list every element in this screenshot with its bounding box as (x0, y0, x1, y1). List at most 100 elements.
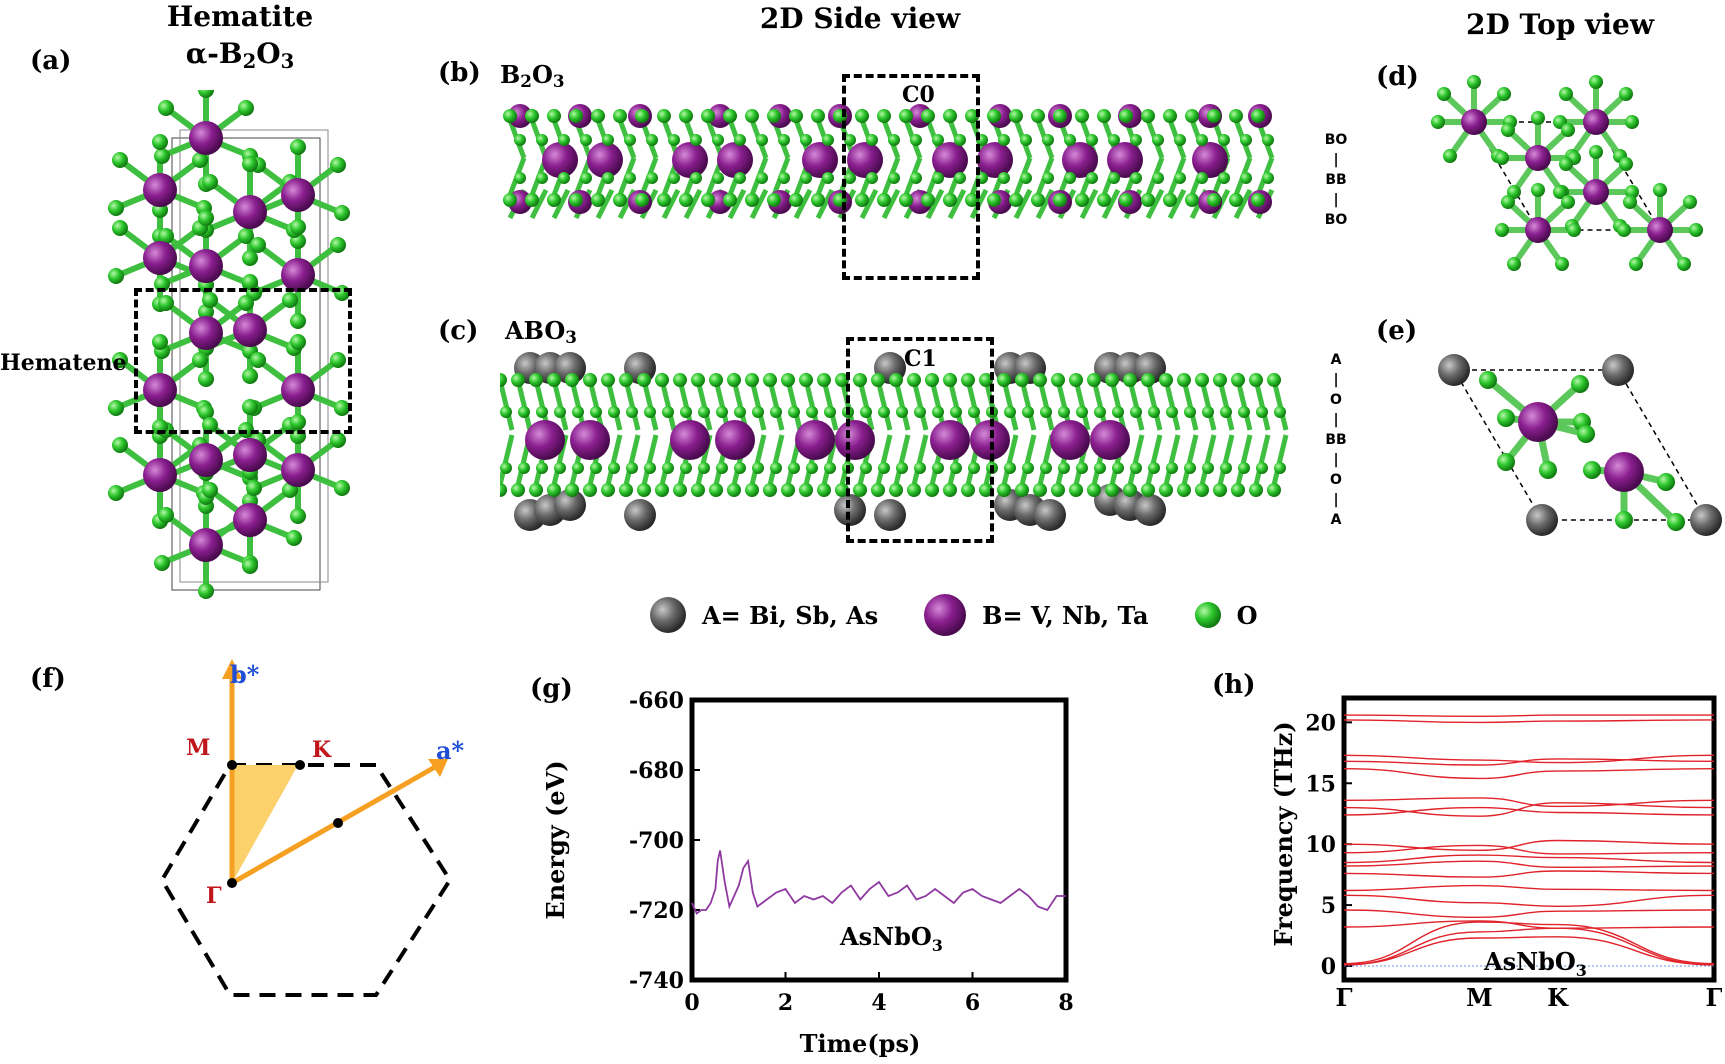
oxygen-atom (950, 406, 962, 418)
oxygen-atom (853, 483, 867, 497)
bond (947, 188, 967, 220)
energy-xlabel: Time(ps) (800, 1029, 921, 1058)
oxygen-atom (238, 228, 254, 244)
oxygen-atom (925, 483, 939, 497)
bond (641, 379, 659, 431)
oxygen-atom (1629, 257, 1643, 271)
oxygen-atom (590, 462, 602, 474)
oxygen-atom (914, 406, 926, 418)
oxygen-atom (514, 172, 526, 184)
panel-label-d: (d) (1376, 62, 1419, 92)
phonon-xtick-label: Γ (1705, 983, 1722, 1012)
bond (875, 434, 893, 486)
oxygen-atom (1042, 134, 1054, 146)
oxygen-atom (536, 462, 548, 474)
bond (1199, 434, 1217, 486)
oxygen-atom (921, 109, 935, 123)
b-atom (715, 420, 755, 460)
oxygen-atom (668, 172, 680, 184)
bond (1181, 434, 1199, 486)
oxygen-atom (1009, 109, 1023, 123)
phonon-xtick-label: K (1547, 983, 1569, 1012)
oxygen-atom (1112, 406, 1124, 418)
bond (857, 379, 875, 431)
brillouin-zone-drawing: b* a* M K Γ (159, 659, 465, 997)
oxygen-atom (889, 373, 903, 387)
panel-label-a: (a) (30, 46, 72, 76)
bond (925, 188, 945, 220)
phonon-branch (1343, 909, 1715, 919)
b-atom (847, 142, 883, 178)
k-point-label: K (312, 737, 332, 763)
oxygen-atom (1267, 483, 1281, 497)
b-atom (189, 121, 223, 155)
oxygen-atom (799, 483, 813, 497)
oxygen-atom (756, 134, 768, 146)
oxygen-atom (1589, 145, 1603, 159)
oxygen-atom (1667, 513, 1685, 531)
oxygen-atom (1229, 109, 1243, 123)
abo3-label: ABO3 (505, 316, 577, 348)
oxygen-atom (290, 313, 306, 329)
oxygen-atom (1130, 406, 1142, 418)
oxygen-atom (547, 373, 561, 387)
oxygen-atom (1033, 373, 1047, 387)
bond (793, 188, 813, 220)
phonon-ytick-label: 5 (1321, 893, 1336, 919)
oxygen-atom (1497, 87, 1511, 101)
oxygen-atom (1231, 373, 1245, 387)
oxygen-atom (1108, 172, 1120, 184)
oxygen-atom (734, 462, 746, 474)
oxygen-atom (238, 100, 254, 116)
bond (731, 379, 749, 431)
oxygen-atom (896, 406, 908, 418)
oxygen-atom (1539, 461, 1557, 479)
b2o3-label: B2O3 (500, 60, 565, 92)
b-atom (281, 258, 315, 292)
phonon-branch (1343, 920, 1715, 929)
bond (767, 434, 785, 486)
a-atom (1134, 352, 1166, 384)
abo3-side-drawing (493, 352, 1289, 531)
c1-label: C1 (904, 346, 937, 372)
a-atom (554, 352, 586, 384)
bond (1253, 379, 1271, 431)
phonon-ylabel: Frequency (THz) (1269, 721, 1298, 946)
bond (623, 434, 641, 486)
oxygen-atom (817, 373, 831, 387)
oxygen-atom (817, 483, 831, 497)
oxygen-atom (723, 109, 737, 123)
oxygen-atom (965, 109, 979, 123)
oxygen-atom (613, 109, 627, 123)
oxygen-atom (1577, 425, 1595, 443)
b-atom (1050, 420, 1090, 460)
oxygen-atom (192, 352, 208, 368)
bond (497, 434, 515, 486)
panel-label-g: (g) (530, 674, 573, 704)
energy-ytick-label: -720 (629, 898, 684, 924)
oxygen-atom (1075, 109, 1089, 123)
oxygen-atom (899, 193, 913, 207)
oxygen-atom (580, 172, 592, 184)
oxygen-atom (997, 373, 1011, 387)
oxygen-atom (1185, 193, 1199, 207)
oxygen-atom (1495, 223, 1509, 237)
oxygen-atom (1196, 172, 1208, 184)
a-star-label: a* (436, 736, 465, 765)
oxygen-atom (591, 193, 605, 207)
oxygen-atom (1094, 462, 1106, 474)
bond (749, 188, 769, 220)
b-atom (795, 420, 835, 460)
b-atom (1062, 142, 1098, 178)
oxygen-atom (1108, 134, 1120, 146)
energy-xtick-label: 8 (1058, 990, 1073, 1016)
oxygen-atom (655, 483, 669, 497)
oxygen-atom (932, 406, 944, 418)
oxygen-atom (290, 139, 306, 155)
oxygen-atom (583, 373, 597, 387)
oxygen-atom (690, 172, 702, 184)
oxygen-atom (246, 480, 262, 496)
b-atom (233, 313, 267, 347)
b-atom (1647, 217, 1673, 243)
bond (587, 379, 605, 431)
